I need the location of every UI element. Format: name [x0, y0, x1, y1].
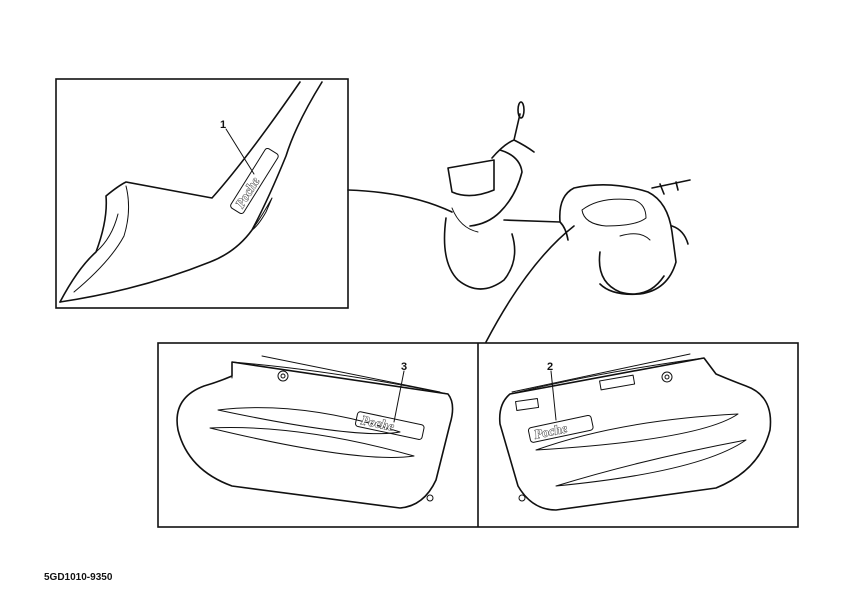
poche-emblem-right: Poche — [527, 414, 594, 443]
scooter-front-fender — [451, 207, 479, 233]
svg-text:Poche: Poche — [533, 420, 569, 442]
leader-line-3 — [393, 370, 405, 423]
front-panel-inner-line — [73, 185, 130, 293]
left-cover-lower-rib — [209, 427, 415, 458]
detail-front-emblem: Poche 1 — [55, 78, 349, 309]
callout-1: 1 — [220, 119, 226, 131]
scooter-front-wheel — [443, 217, 516, 290]
right-cover-rail — [511, 353, 691, 393]
scooter-rear-body — [558, 184, 677, 296]
svg-text:Poche: Poche — [360, 412, 396, 434]
right-cover-outline — [498, 357, 772, 511]
front-panel-crease — [95, 213, 119, 253]
left-cover-rail — [261, 355, 441, 393]
leader-line-2 — [550, 370, 557, 421]
left-cover-bolt — [277, 370, 289, 382]
front-panel-upper-edge — [59, 81, 301, 303]
scooter-leg-shield — [469, 149, 523, 227]
side-cover-right: Poche 2 — [498, 353, 772, 511]
right-cover-upper-rib — [535, 413, 739, 451]
right-cover-slot-2 — [515, 398, 540, 411]
front-panel-tab — [251, 197, 273, 231]
scooter-basket — [447, 159, 495, 197]
scooter-overview — [443, 101, 691, 296]
right-cover-slot-1 — [599, 374, 636, 391]
scooter-rear-wheel — [598, 251, 665, 295]
right-cover-mount — [518, 494, 526, 502]
side-cover-left: Poche 3 — [176, 355, 454, 509]
scooter-rear-crease — [619, 233, 651, 241]
scooter-side-cover-window — [581, 198, 647, 227]
callout-3: 3 — [401, 361, 407, 373]
scooter-handlebar — [491, 113, 535, 159]
connector-front — [347, 189, 453, 213]
right-cover-lower-rib — [555, 439, 747, 487]
right-cover-top-lip — [509, 357, 717, 395]
scooter-rear-carrier — [651, 179, 691, 195]
left-cover-outline — [176, 361, 454, 509]
left-cover-top-lip — [231, 361, 449, 395]
detail-frame-front — [55, 78, 349, 309]
connector-side — [485, 225, 575, 343]
left-cover-mount — [426, 494, 434, 502]
svg-text:Poche: Poche — [232, 174, 262, 210]
poche-emblem-left: Poche — [355, 411, 425, 440]
right-cover-bolt — [661, 371, 673, 383]
callout-2: 2 — [547, 361, 553, 373]
leader-line-1 — [225, 128, 255, 175]
figure-code: 5GD1010-9350 — [44, 572, 113, 583]
poche-emblem-front: Poche — [230, 147, 279, 215]
left-cover-upper-rib — [217, 407, 401, 435]
scooter-tail — [671, 225, 689, 245]
scooter-mirror — [517, 101, 525, 119]
